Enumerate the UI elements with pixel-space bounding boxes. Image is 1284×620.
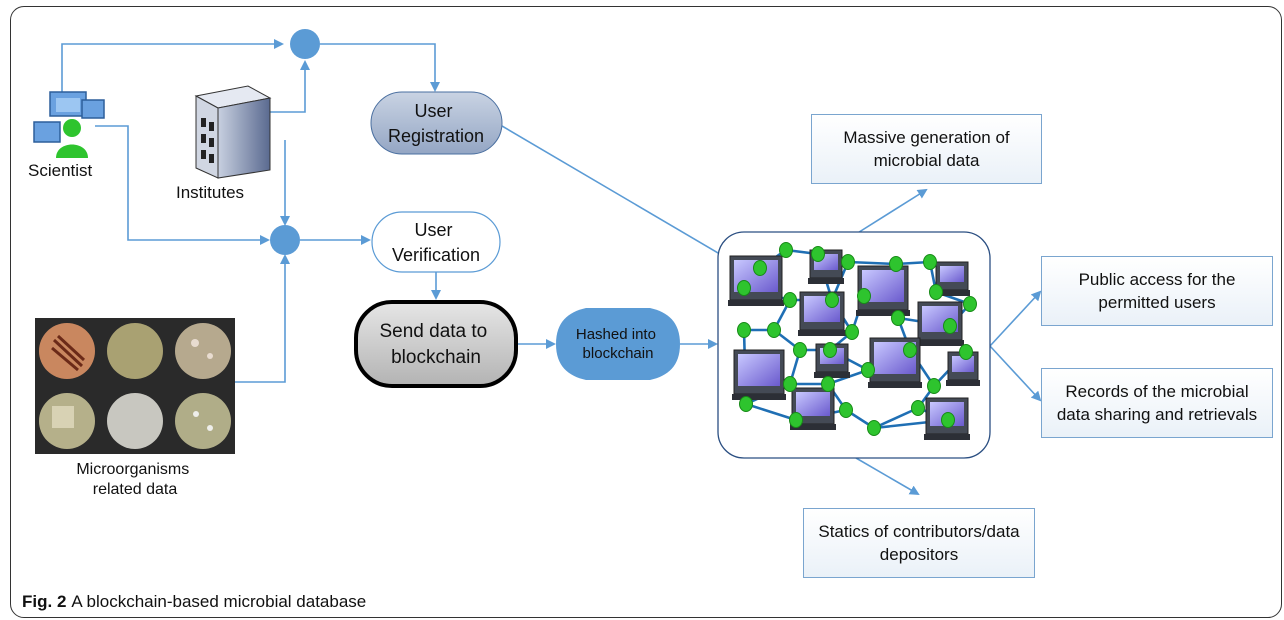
network-node [737, 280, 751, 296]
user-registration-label: User Registration [388, 101, 484, 146]
network-node [793, 342, 807, 358]
connector-network-to-records [989, 345, 1042, 402]
computer-screen [738, 354, 780, 386]
network-node [929, 284, 943, 300]
network-node [783, 376, 797, 392]
records-label: Records of the microbial data sharing an… [1056, 382, 1258, 424]
network-node [943, 318, 957, 334]
computer-base [868, 382, 922, 388]
network-node [911, 400, 925, 416]
connector-scientist-to-reg-junction [61, 39, 284, 98]
network-node [767, 322, 781, 338]
network-node [889, 256, 903, 272]
massive-generation-label: Massive generation of microbial data [843, 128, 1010, 170]
network-node [861, 362, 875, 378]
network-node [867, 420, 881, 436]
computer-base [808, 278, 844, 284]
massive-generation-box: Massive generation of microbial data [811, 114, 1042, 184]
network-node [857, 288, 871, 304]
building-icon [194, 85, 272, 179]
network-node [959, 344, 973, 360]
records-box: Records of the microbial data sharing an… [1041, 368, 1273, 438]
network-node [891, 310, 905, 326]
computer-base [790, 424, 836, 430]
hashed-node [556, 308, 680, 380]
caption-number: Fig. 2 [22, 592, 67, 611]
public-access-box: Public access for the permitted users [1041, 256, 1273, 326]
computer-screen [952, 356, 974, 372]
network-node [823, 342, 837, 358]
network-node [941, 412, 955, 428]
network-node [739, 396, 753, 412]
public-access-label: Public access for the permitted users [1078, 270, 1236, 312]
computer-base [946, 380, 980, 386]
connector-network-to-massive [855, 188, 928, 235]
figure-frame [10, 6, 1282, 618]
statics-box: Statics of contributors/data depositors [803, 508, 1035, 578]
hashed-label: Hashed into blockchain [576, 326, 660, 362]
network-node [927, 378, 941, 394]
connector-network-to-statics [855, 457, 920, 496]
connector-samples-to-ver-junction [235, 254, 290, 383]
computer-base [924, 434, 970, 440]
blockchain-network-icon [728, 242, 980, 440]
network-node [839, 402, 853, 418]
scientist-label: Scientist [28, 161, 93, 180]
computer-base [916, 340, 964, 346]
connectors [61, 39, 1042, 496]
connector-scientist-to-ver-junction [95, 125, 270, 245]
statics-label: Statics of contributors/data depositors [818, 522, 1020, 564]
network-node [903, 342, 917, 358]
user-verification-label: User Verification [392, 220, 480, 265]
connector-institutes-to-reg-junction [268, 60, 310, 113]
network-node [845, 324, 859, 340]
petri-dish-photo [35, 318, 235, 454]
network-node [825, 292, 839, 308]
computer-base [856, 310, 910, 316]
caption-text: A blockchain-based microbial database [71, 592, 367, 611]
samples-label: Microorganisms related data [76, 461, 193, 498]
user-registration-node [370, 91, 503, 155]
network-node [789, 412, 803, 428]
scientist-icon [33, 91, 105, 158]
computer-screen [796, 392, 830, 416]
user-verification-node [371, 211, 501, 273]
network-link [847, 260, 897, 266]
send-data-node [354, 300, 518, 388]
computer-screen [940, 266, 964, 282]
network-node [811, 246, 825, 262]
network-node [841, 254, 855, 270]
computer-base [728, 300, 784, 306]
network-link [873, 406, 919, 430]
network-node [779, 242, 793, 258]
network-node [923, 254, 937, 270]
computer-base [934, 290, 970, 296]
network-link [745, 402, 797, 422]
connector-registration-to-network [501, 125, 732, 262]
computer-base [798, 330, 846, 336]
computer-base [814, 372, 850, 378]
connector-network-to-public [989, 290, 1042, 347]
network-node [737, 322, 751, 338]
network-node [821, 376, 835, 392]
network-node [963, 296, 977, 312]
verification-junction [270, 225, 300, 255]
connector-reg-junction-to-registration [320, 43, 440, 92]
computer-base [732, 394, 786, 400]
send-data-label: Send data to blockchain [379, 321, 492, 368]
network-node [783, 292, 797, 308]
registration-junction [290, 29, 320, 59]
network-node [753, 260, 767, 276]
institutes-label: Institutes [176, 183, 244, 202]
